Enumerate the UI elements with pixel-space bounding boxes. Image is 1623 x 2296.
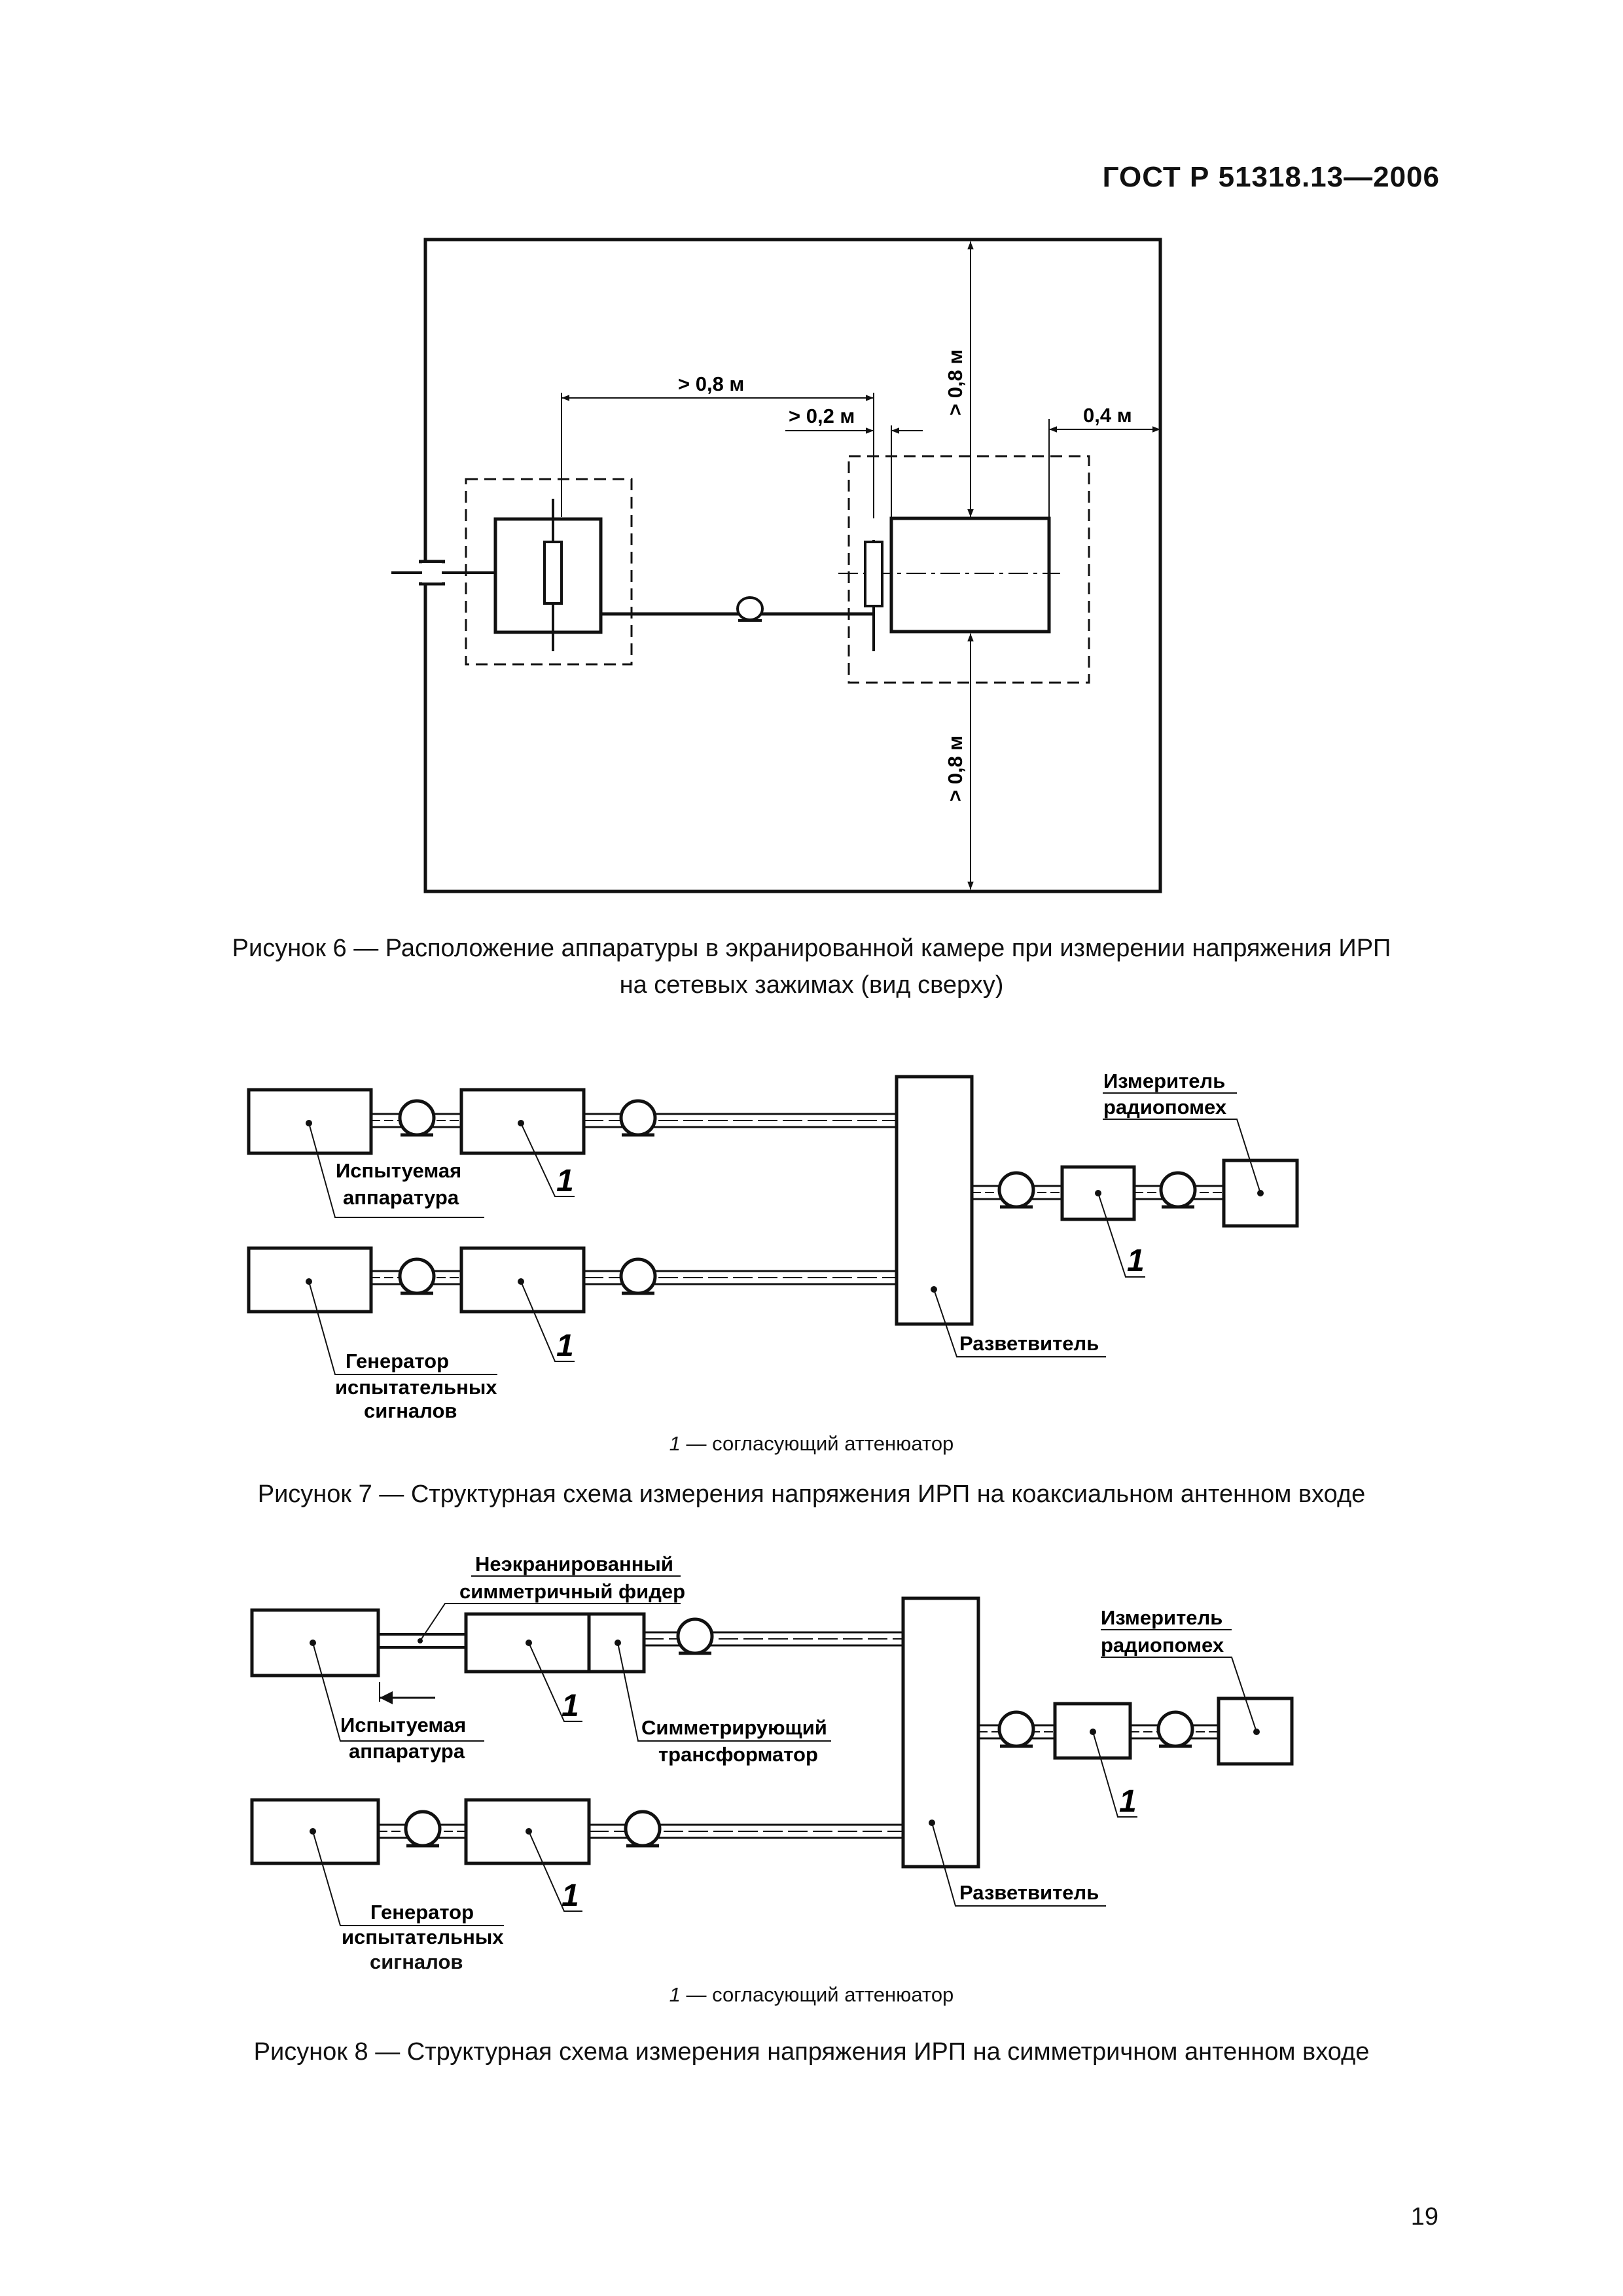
label-gen-2: испытательных xyxy=(335,1376,497,1399)
label-transformer-2: трансформатор xyxy=(658,1743,818,1766)
ferrite-icon xyxy=(624,1810,662,1848)
figure8-note: 1 — согласующий аттенюатор xyxy=(669,1983,954,2006)
label-feeder-2: симметричный фидер xyxy=(459,1580,685,1603)
standard-header: ГОСТ Р 51318.13—2006 xyxy=(1102,161,1440,193)
ferrite-icon xyxy=(398,1257,436,1295)
resistor-right xyxy=(864,541,883,607)
label-gen-3: сигналов xyxy=(364,1399,457,1422)
label-meter-1: Измеритель xyxy=(1101,1606,1222,1629)
figure6-caption-line1: Рисунок 6 — Расположение аппаратуры в эк… xyxy=(232,935,1391,962)
label-eut-2: аппаратура xyxy=(343,1186,459,1209)
ferrite-icon xyxy=(398,1099,436,1137)
page-number: 19 xyxy=(1410,2203,1438,2231)
eut-box xyxy=(247,1088,373,1155)
callout-1: 1 xyxy=(1119,1784,1137,1819)
network-box-left xyxy=(493,517,603,634)
generator-box xyxy=(247,1246,373,1314)
label-gen-2: испытательных xyxy=(342,1926,504,1948)
meter-box xyxy=(1222,1158,1299,1228)
right-dashed-enclosure xyxy=(847,455,1090,684)
label-transformer-1: Симметрирующий xyxy=(641,1716,827,1739)
dim-label-vert-top: > 0,8 м xyxy=(944,350,967,416)
figure6-diagram: > 0,8 м > 0,2 м 0,4 м > 0,8 м > 0,8 м xyxy=(391,238,1162,893)
label-meter-1: Измеритель xyxy=(1103,1069,1225,1092)
label-eut-1: Испытуемая xyxy=(336,1159,461,1182)
figure6-caption-line2: на сетевых зажимах (вид сверху) xyxy=(619,971,1004,999)
label-meter-2: радиопомех xyxy=(1101,1634,1224,1657)
eut-box xyxy=(250,1608,380,1677)
label-eut-2: аппаратура xyxy=(349,1740,465,1763)
eut-box xyxy=(889,516,1051,634)
label-gen-3: сигналов xyxy=(370,1950,463,1973)
figure8-caption: Рисунок 8 — Структурная схема измерения … xyxy=(253,2038,1370,2066)
label-gen-1: Генератор xyxy=(346,1350,449,1372)
figure7-diagram: Испытуемая аппаратура Генератор испытате… xyxy=(247,1069,1299,1422)
callout-1: 1 xyxy=(556,1329,574,1363)
label-eut-1: Испытуемая xyxy=(340,1713,466,1736)
ferrite-icon xyxy=(997,1710,1035,1748)
ferrite-icon xyxy=(1156,1710,1194,1748)
label-gen-1: Генератор xyxy=(370,1901,474,1924)
label-splitter: Разветвитель xyxy=(959,1881,1099,1904)
figure7-note: 1 — согласующий аттенюатор xyxy=(669,1432,954,1455)
label-meter-2: радиопомех xyxy=(1103,1096,1227,1119)
callout-1: 1 xyxy=(562,1689,579,1723)
transformer-box xyxy=(587,1612,646,1674)
splitter-box xyxy=(895,1075,974,1326)
dim-label-top-mid: > 0,2 м xyxy=(789,404,855,427)
resistor-left xyxy=(543,541,563,605)
figure7-caption: Рисунок 7 — Структурная схема измерения … xyxy=(257,1480,1366,1508)
ferrite-icon xyxy=(997,1171,1035,1209)
ferrite-icon xyxy=(619,1099,657,1137)
figure8-diagram: Неэкранированный симметричный фидер Испы… xyxy=(250,1552,1294,1948)
dim-label-vert-bottom: > 0,8 м xyxy=(944,736,967,802)
dim-label-top-left: > 0,8 м xyxy=(678,372,744,395)
ferrite-icon xyxy=(404,1810,442,1848)
callout-1: 1 xyxy=(556,1164,574,1198)
splitter-box xyxy=(901,1596,980,1869)
meter-box xyxy=(1217,1696,1294,1766)
callout-1: 1 xyxy=(1127,1244,1145,1278)
label-feeder-1: Неэкранированный xyxy=(475,1552,673,1575)
label-splitter: Разветвитель xyxy=(959,1332,1099,1355)
callout-1: 1 xyxy=(562,1878,579,1913)
ferrite-icon xyxy=(1159,1171,1197,1209)
ferrite-icon xyxy=(619,1257,657,1295)
attenuator-box xyxy=(459,1246,586,1314)
dim-label-right: 0,4 м xyxy=(1083,404,1132,427)
attenuator-box xyxy=(459,1088,586,1155)
attenuator-box xyxy=(1053,1702,1132,1760)
ferrite-icon xyxy=(676,1617,714,1655)
ferrite-icon xyxy=(736,596,764,621)
